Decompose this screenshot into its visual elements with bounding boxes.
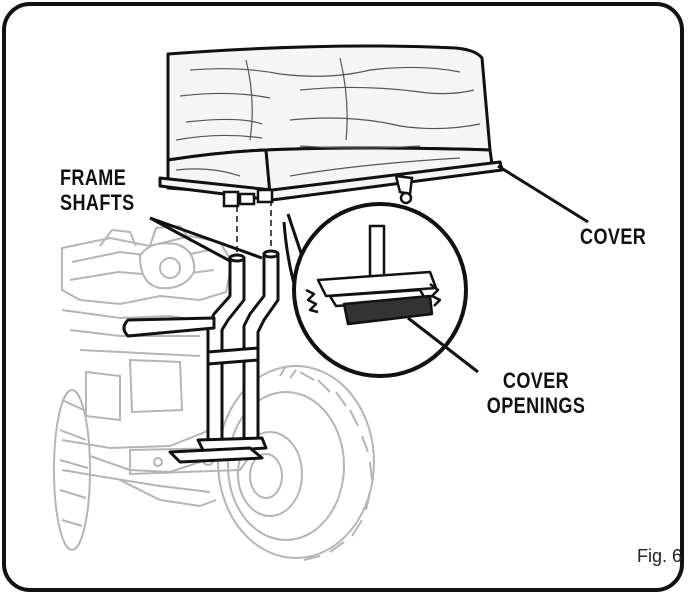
cover-openings-label: COVER OPENINGS bbox=[487, 368, 585, 418]
cover-label: COVER bbox=[580, 224, 647, 249]
cover-wrinkles bbox=[175, 57, 481, 177]
mounting-frame bbox=[122, 249, 280, 464]
assembly-illustration bbox=[53, 44, 589, 561]
figure-number: Fig. 6 bbox=[636, 546, 682, 566]
detail-cover-opening bbox=[305, 224, 442, 326]
cover-latch bbox=[394, 174, 414, 205]
tractor-illustration bbox=[53, 224, 375, 561]
cover-openings-label-line1: COVER bbox=[502, 368, 570, 393]
frame-shafts-label: FRAME SHAFTS bbox=[60, 165, 135, 215]
cover-tabs bbox=[222, 188, 274, 208]
cover-openings-label-line2: OPENINGS bbox=[486, 393, 586, 418]
tractor-seat bbox=[138, 242, 196, 290]
frame-shafts-label-line2: SHAFTS bbox=[60, 190, 135, 215]
frame-shafts-label-line1: FRAME bbox=[60, 165, 127, 190]
alignment-lines bbox=[236, 200, 272, 254]
leader-lines bbox=[149, 164, 589, 374]
